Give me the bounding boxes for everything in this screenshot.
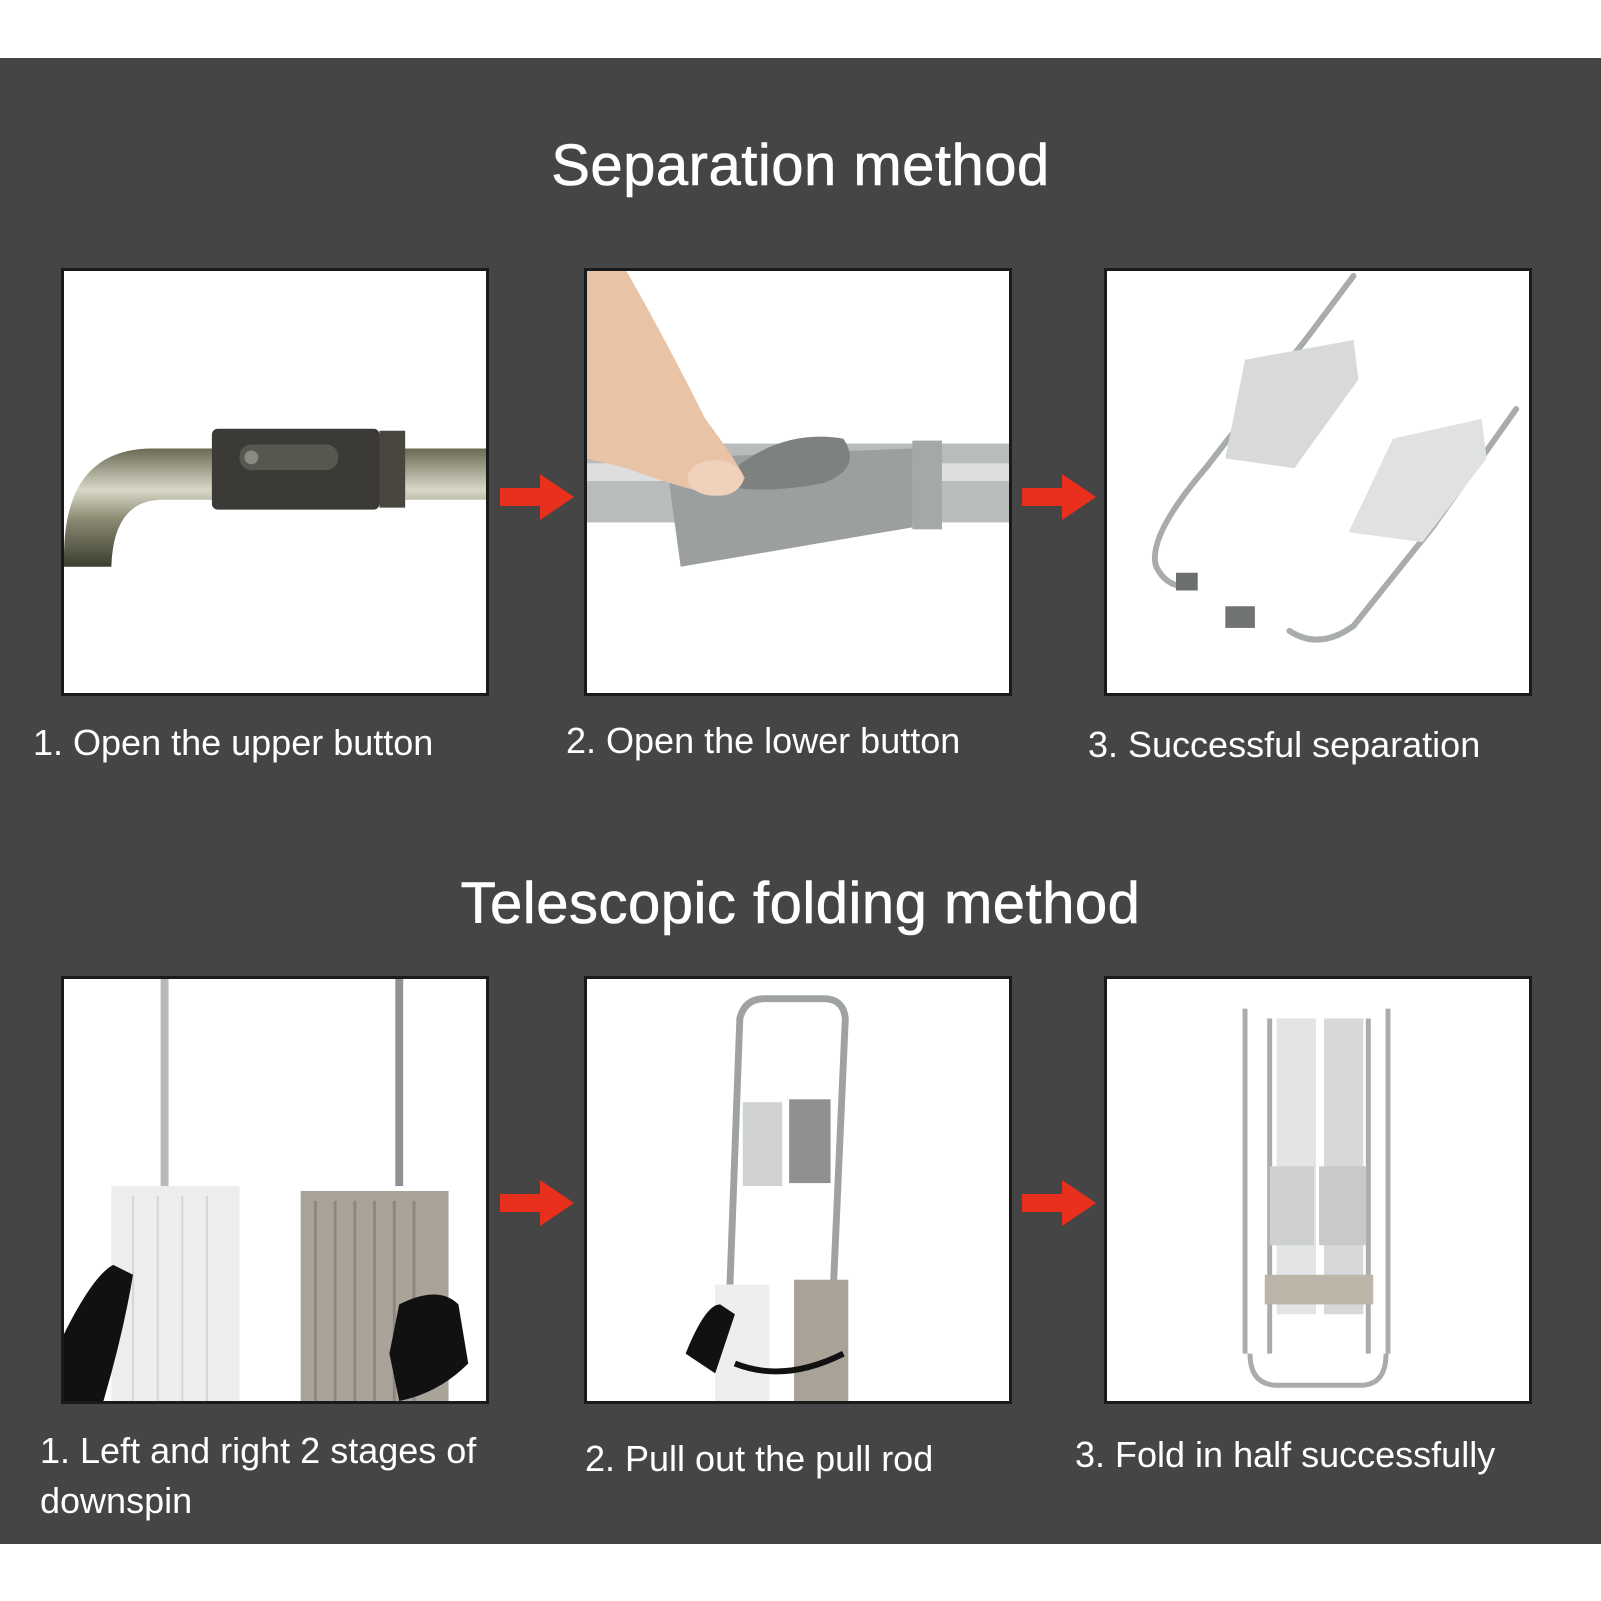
caption-step-2: 2. Pull out the pull rod [585,1438,934,1479]
photo-successful-separation [1104,268,1532,696]
caption-step-3: 3. Fold in half successfully [1075,1434,1496,1475]
section-title-separation: Separation method [551,133,1050,199]
caption-step-1: 1. Left and right 2 stages of downspin [40,1430,477,1521]
caption-step-1: 1. Open the upper button [33,722,434,763]
caption-step-3: 3. Successful separation [1088,724,1481,765]
photo-two-stages [61,976,489,1404]
photo-pull-rod [584,976,1012,1404]
section-title-telescopic: Telescopic folding method [460,871,1141,937]
caption-step-2: 2. Open the lower button [566,720,961,761]
right-arrow-icon [500,474,574,520]
photo-folded [1104,976,1532,1404]
right-arrow-icon [1022,1180,1096,1226]
photo-lower-button [584,268,1012,696]
right-arrow-icon [500,1180,574,1226]
right-arrow-icon [1022,474,1096,520]
photo-upper-button [61,268,489,696]
